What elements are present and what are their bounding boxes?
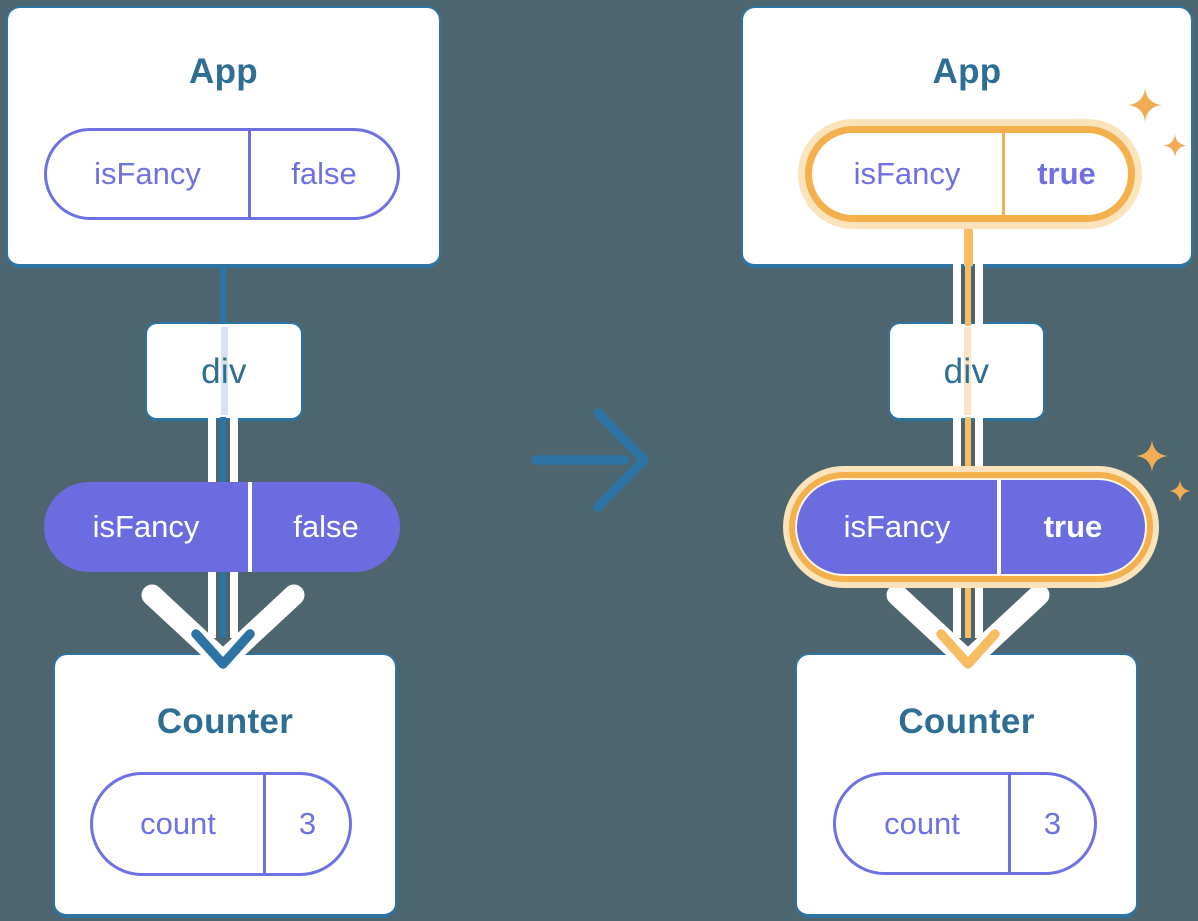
counter-state-pill: count 3 [90,772,352,876]
prop-name: isFancy [92,509,200,544]
state-value: 3 [1043,805,1062,841]
connector-pill-counter [953,572,983,638]
state-value-cell: 3 [1011,775,1094,872]
div-box: div [888,322,1045,421]
state-value: 3 [298,806,317,841]
state-name-cell: count [93,775,266,873]
counter-title: Counter [898,702,1035,741]
prop-value-cell: false [251,131,397,217]
prop-name-cell: isFancy [47,131,251,217]
prop-value: false [291,156,357,191]
app-prop-pill-highlighted: isFancy true [805,126,1135,222]
sparkles-icon [1128,88,1187,158]
prop-name-cell: isFancy [797,480,1001,574]
app-title: App [189,52,258,91]
tree-before: App isFancy false div isFancy false [0,0,470,921]
div-label: div [201,352,247,391]
connector-div-pill [953,417,983,487]
counter-state-pill: count 3 [833,772,1097,875]
sparkles-icon [1136,440,1191,502]
connector-pill-cardedge [964,222,973,266]
connector-div-pill [208,417,238,487]
prop-value-cell: true [1005,133,1128,215]
passed-prop-pill-highlighted: isFancy true [797,480,1145,574]
transition-arrow-icon [531,408,649,512]
div-label: div [943,352,990,391]
prop-name: isFancy [853,156,961,191]
app-title: App [932,52,1002,91]
app-prop-pill: isFancy false [44,128,400,220]
pass-through-line [221,327,228,415]
state-name: count [140,806,216,841]
state-name-cell: count [836,775,1011,872]
counter-title: Counter [156,702,294,741]
div-box: div [145,322,303,421]
prop-value: true [1043,509,1103,544]
prop-value: true [1037,156,1096,191]
state-name: count [884,805,960,841]
prop-value-cell: true [1001,480,1145,574]
tree-after: App isFancy true div [738,0,1198,921]
connector-app-div [220,264,226,326]
down-arrowhead-icon [191,629,255,669]
prop-name: isFancy [843,509,951,544]
state-value-cell: 3 [266,775,349,873]
prop-value: false [293,509,359,544]
prop-name-cell: isFancy [812,133,1005,215]
prop-name: isFancy [94,156,201,191]
passed-prop-pill: isFancy false [44,482,400,572]
prop-value-cell: false [252,482,400,572]
prop-name-cell: isFancy [44,482,252,572]
pass-through-line [963,327,971,415]
down-arrowhead-icon [936,629,1000,669]
connector-app-div [953,264,983,326]
connector-pill-counter [208,570,238,638]
